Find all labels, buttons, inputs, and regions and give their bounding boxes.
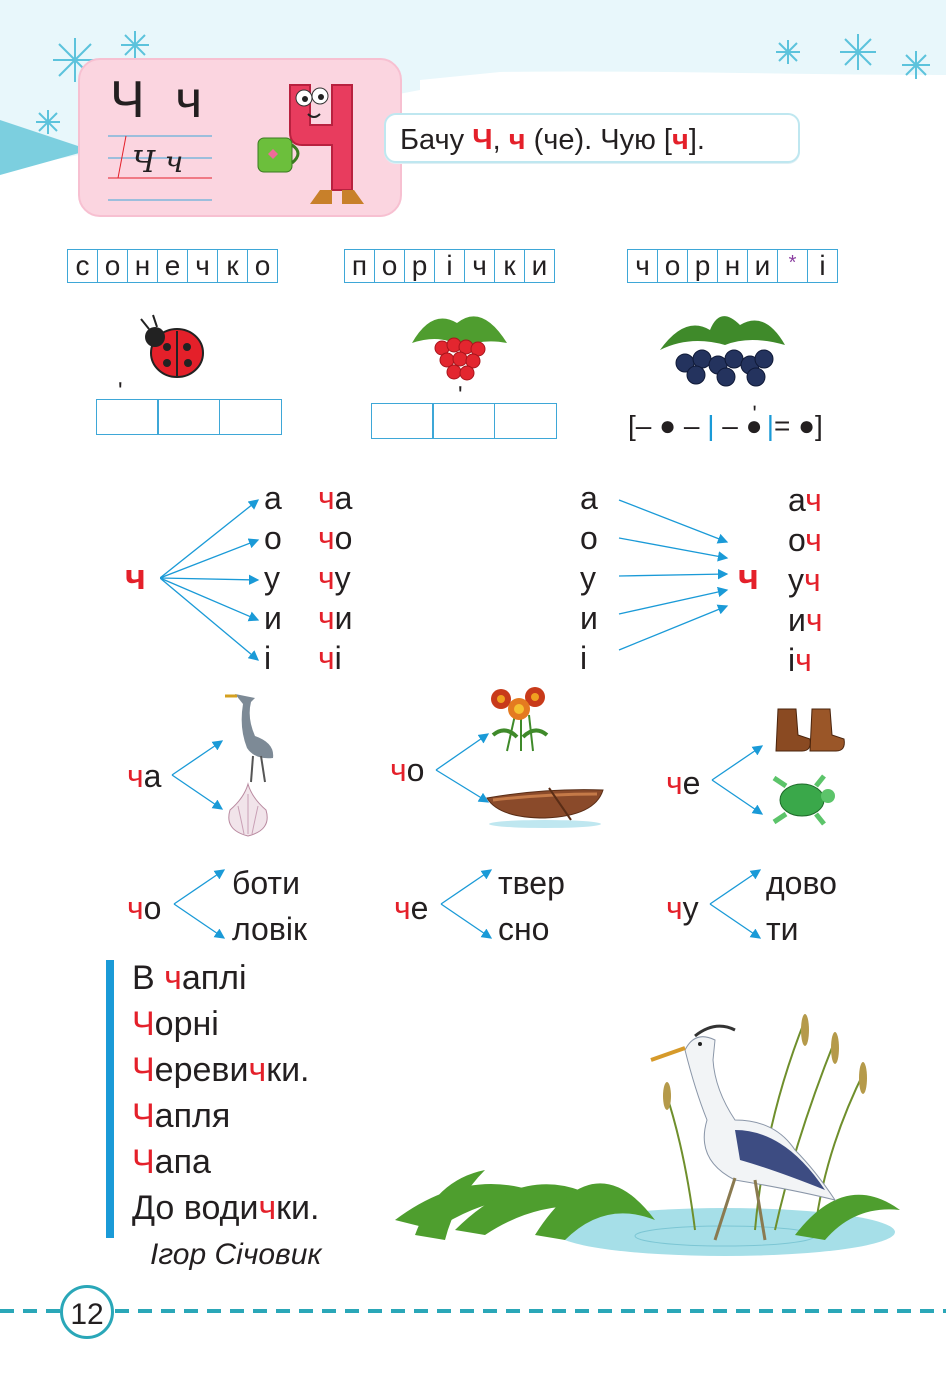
word-cells-porichky: п о р і ч к и	[344, 249, 555, 283]
redcurrant-icon	[412, 316, 507, 381]
handwriting-lines: Ч ч	[108, 135, 212, 201]
letter-cell: о	[374, 249, 405, 283]
syllable-column-left: ча чо чу чи чі	[318, 480, 353, 676]
letter-cell: н	[717, 249, 748, 283]
poem-author: Ігор Січовик	[150, 1238, 322, 1271]
poem-line: В чаплі	[132, 959, 247, 997]
letter-cell: е	[157, 249, 188, 283]
fan-arrows-left	[160, 499, 260, 661]
blueberries-icon	[660, 316, 785, 387]
turtle-icon	[772, 774, 835, 826]
consonant-ch-left: ч	[125, 556, 146, 597]
branch-arrows	[440, 869, 493, 939]
letter-cell: р	[404, 249, 435, 283]
poem-line: Черевички.	[132, 1051, 310, 1089]
syllable-column-right: ач оч уч ич іч	[788, 482, 823, 678]
letter-cell: п	[344, 249, 375, 283]
word-builder-che: че	[394, 890, 429, 926]
letter-cell: с	[67, 249, 98, 283]
letter-heading: Ч ч	[110, 71, 211, 129]
garlic-icon	[228, 782, 268, 837]
word-cells-chornytsi: ч о р н и * і	[627, 249, 838, 283]
branch-arrows	[711, 745, 764, 815]
ladybug-icon	[140, 314, 204, 378]
letter-cell: и	[747, 249, 778, 283]
letter-cell: ч	[464, 249, 495, 283]
poem-line: До водички.	[132, 1189, 320, 1227]
fan-arrows-right	[618, 499, 729, 651]
branch-arrows	[171, 740, 224, 810]
letter-cell: н	[127, 249, 158, 283]
letter-cell: і	[434, 249, 465, 283]
letter-sound-caption: Бачу Ч, ч (че). Чую [ч].	[384, 113, 800, 163]
letter-cell: к	[494, 249, 525, 283]
heron-in-reeds-illustration	[395, 1014, 900, 1256]
sound-scheme: [– ● – | – ●ʹ|= ●]	[628, 401, 823, 441]
letter-cell: о	[657, 249, 688, 283]
poem-line: Чорні	[132, 1005, 219, 1043]
syllable-boxes-porichky	[370, 403, 557, 439]
stress-mark: ʹ	[118, 378, 123, 405]
stress-mark: ʹ	[458, 382, 463, 409]
letter-cell: р	[687, 249, 718, 283]
letter-cell: ч	[627, 249, 658, 283]
branch-arrows	[173, 869, 226, 939]
footer-dashed-line	[0, 1309, 946, 1313]
picture-syllable-cho: чо	[390, 752, 425, 788]
boots-icon	[775, 708, 845, 752]
poem-line: Чапля	[132, 1097, 231, 1135]
branch-arrows	[435, 733, 490, 803]
letter-cell: і	[807, 249, 838, 283]
syllable-boxes-sonechko	[95, 399, 282, 435]
word-cells-sonechko: с о н е ч к о	[67, 249, 278, 283]
consonant-ch-right: ч	[738, 556, 759, 597]
heron-icon	[225, 694, 274, 783]
poem: В чаплі Чорні Черевички. Чапля Чапа До в…	[132, 955, 319, 1231]
letter-cell: и	[524, 249, 555, 283]
branch-arrows	[709, 869, 762, 939]
letter-cell: ч	[187, 249, 218, 283]
poem-side-bar	[106, 960, 114, 1238]
rowboat-icon	[486, 787, 604, 828]
marigold-flowers-icon	[491, 687, 549, 752]
letter-character-with-cup-icon	[257, 84, 364, 204]
picture-syllable-che: че	[666, 765, 701, 801]
letter-cell: к	[217, 249, 248, 283]
poem-line: Чапа	[132, 1143, 211, 1181]
word-builder-cho: чо	[127, 890, 162, 926]
picture-syllable-cha: ча	[127, 758, 162, 794]
letter-cell: о	[97, 249, 128, 283]
winter-header-band	[0, 0, 946, 175]
page-number: 12	[60, 1285, 114, 1339]
word-builder-chu: чу	[666, 890, 699, 926]
letter-cell-star: *	[777, 249, 808, 283]
script-letters: Ч ч	[132, 145, 183, 180]
letter-cell: о	[247, 249, 278, 283]
